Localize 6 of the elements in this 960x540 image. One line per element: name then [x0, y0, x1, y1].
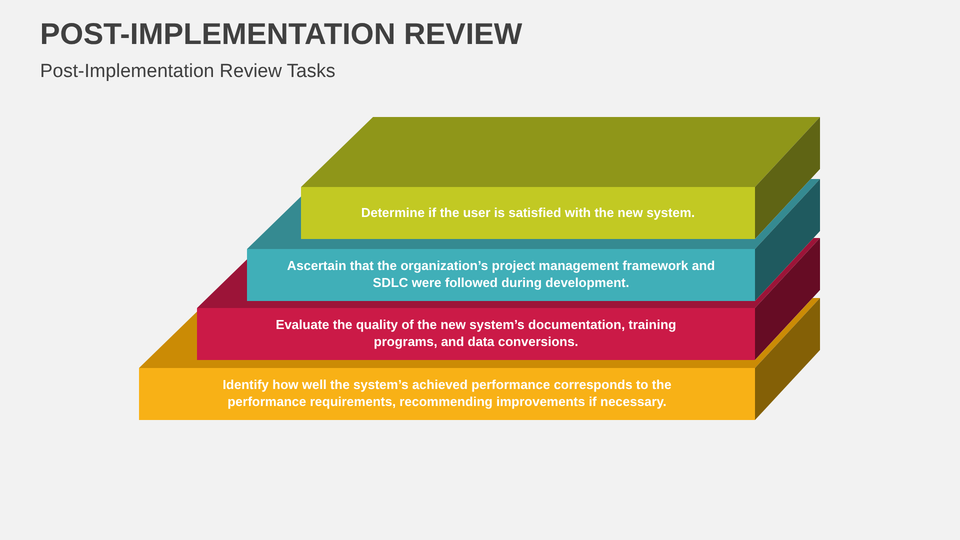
task-text: Identify how well the system’s achieved performance corresponds to the performance requirements, recommending improvements if necessary.: [222, 377, 672, 411]
task-text: Determine if the user is satisfied with the new system.: [361, 204, 695, 222]
slide-title: POST-IMPLEMENTATION REVIEW: [40, 17, 522, 53]
task-text: Evaluate the quality of the new system’s documentation, training programs, and data conversions.: [274, 317, 678, 351]
task-text: Ascertain that the organization’s project management framework and SDLC were followed during development.: [286, 258, 716, 292]
slide-subtitle: Post-Implementation Review Tasks: [40, 60, 336, 84]
